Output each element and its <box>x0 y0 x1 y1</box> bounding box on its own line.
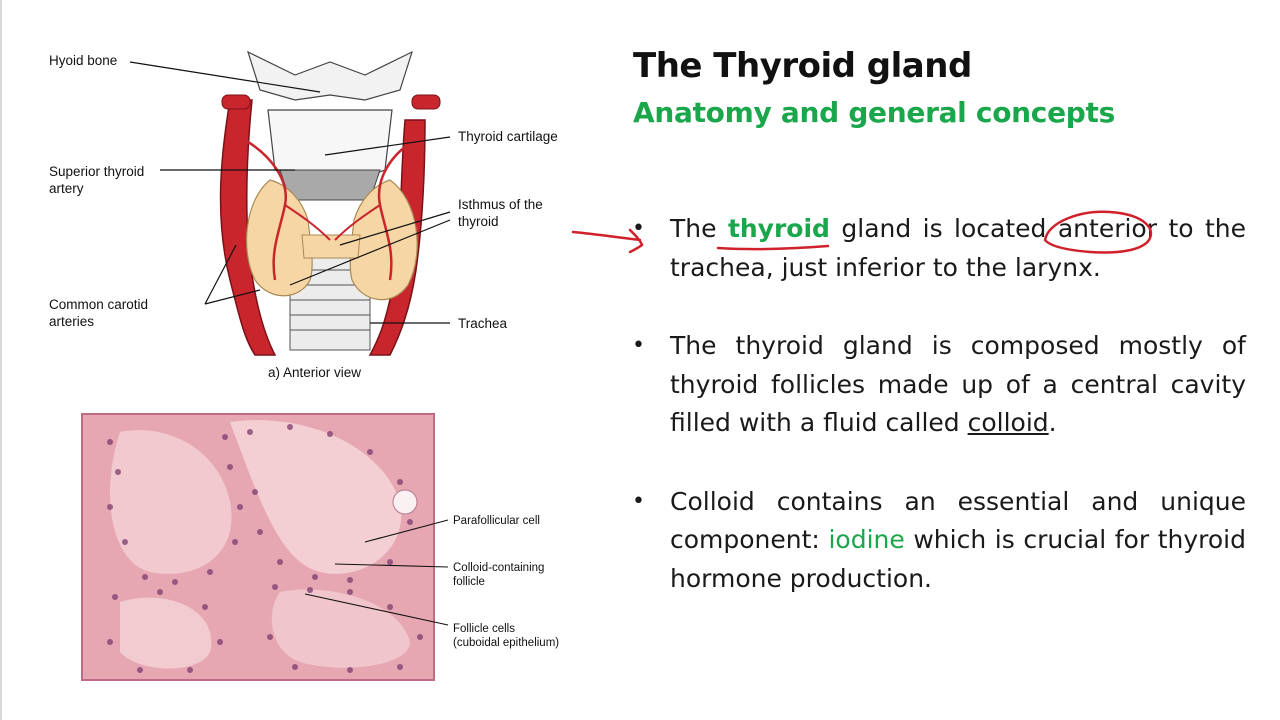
bullet-list: • The thyroid gland is located anterior … <box>632 210 1246 638</box>
label-parafollicular-cell: Parafollicular cell <box>453 515 540 527</box>
thyroid-right-lobe <box>349 179 418 301</box>
label-superior-thyroid-artery-2: artery <box>49 181 84 196</box>
label-colloid-follicle-1: Colloid-containing <box>453 562 544 574</box>
slide-subtitle: Anatomy and general concepts <box>633 96 1115 129</box>
follicle-cell-nuclei <box>107 424 423 673</box>
bullet-symbol: • <box>632 333 645 358</box>
label-isthmus-2: thyroid <box>458 214 499 229</box>
thyroid-histology-figure: Parafollicular cell Colloid-containing f… <box>81 413 559 681</box>
label-trachea: Trachea <box>458 316 508 331</box>
label-common-carotid-1: Common carotid <box>49 297 148 312</box>
label-follicle-cells-1: Follicle cells <box>453 623 515 635</box>
hyoid-bone <box>247 50 413 101</box>
slide-border <box>0 0 2 720</box>
figure-caption: a) Anterior view <box>268 365 361 380</box>
bullet-text: Colloid contains an essential and unique… <box>670 486 1246 555</box>
underlined-colloid: colloid <box>967 408 1049 437</box>
bullet-text: to the trachea, just inferior to the lar… <box>670 214 1246 282</box>
histology-leader-lines <box>304 519 449 626</box>
label-superior-thyroid-artery-1: Superior thyroid <box>49 164 144 179</box>
slide-title: The Thyroid gland <box>633 46 972 86</box>
highlight-thyroid: thyroid <box>727 214 830 243</box>
label-common-carotid-2: arteries <box>49 314 94 329</box>
bullet-iodine: • Colloid contains an essential and uniq… <box>632 483 1246 599</box>
circled-anterior: anterior <box>1057 214 1158 243</box>
bullet-text: which is crucial for thyroid hormone pro… <box>670 525 1246 593</box>
label-thyroid-cartilage: Thyroid cartilage <box>458 129 558 144</box>
bullet-text: The <box>670 214 728 243</box>
label-isthmus-1: Isthmus of the <box>458 197 543 212</box>
leader-lines <box>129 61 451 324</box>
bullet-composition: • The thyroid gland is composed mostly o… <box>632 327 1246 443</box>
bullet-text: gland is located <box>829 214 1058 243</box>
left-carotid-artery <box>219 99 277 356</box>
thyroid-isthmus <box>301 234 361 259</box>
highlight-iodine: iodine <box>828 525 905 554</box>
bullet-symbol: • <box>632 488 645 514</box>
bullet-location: • The thyroid gland is located anterior … <box>632 210 1246 287</box>
label-follicle-cells-2: (cuboidal epithelium) <box>453 637 559 649</box>
label-colloid-follicle-2: follicle <box>453 576 485 588</box>
label-hyoid-bone: Hyoid bone <box>49 53 117 68</box>
thyroid-left-lobe <box>245 179 313 297</box>
bullet-text: The thyroid gland is composed mostly of … <box>670 331 1246 437</box>
bullet-text: . <box>1048 408 1057 437</box>
bullet-symbol: • <box>632 216 645 241</box>
thyroid-anatomy-figure: Hyoid bone Thyroid cartilage Superior th… <box>49 50 558 380</box>
